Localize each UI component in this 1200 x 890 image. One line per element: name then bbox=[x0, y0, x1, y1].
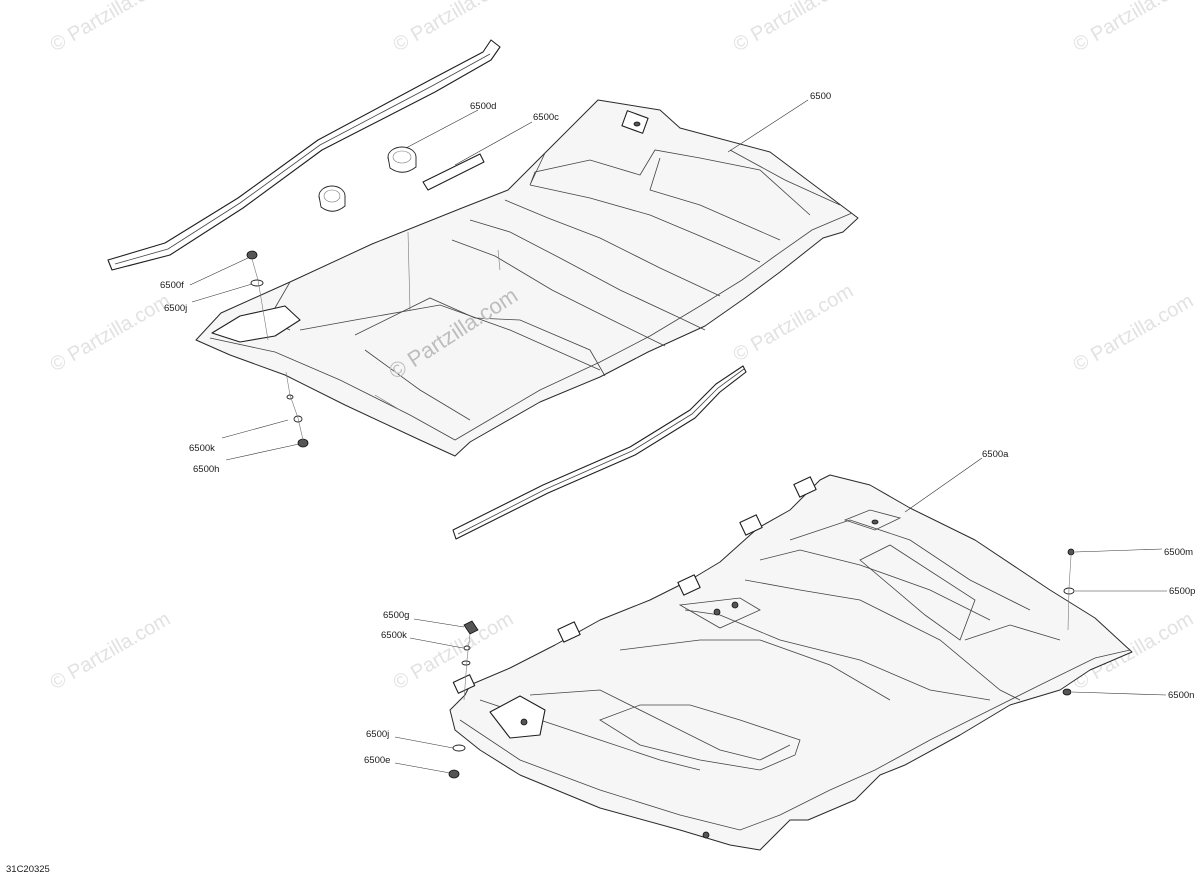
callout-6500j: 6500j bbox=[164, 303, 187, 314]
leader-lines bbox=[189, 99, 1167, 774]
watermark-text: © Partzilla.com bbox=[47, 608, 175, 694]
callout-6500m: 6500m bbox=[1164, 547, 1193, 558]
watermark-text: © Partzilla.com bbox=[47, 290, 175, 376]
callout-6500k: 6500k bbox=[189, 443, 215, 454]
watermark-text: © Partzilla.com bbox=[47, 0, 175, 56]
callout-6500n: 6500n bbox=[1168, 690, 1194, 701]
callout-6500j: 6500j bbox=[366, 729, 389, 740]
callout-6500e: 6500e bbox=[364, 755, 390, 766]
watermark-text: © Partzilla.com bbox=[1070, 290, 1198, 376]
seal-strip-lower bbox=[452, 365, 747, 540]
diagram-code: 31C20325 bbox=[6, 864, 50, 875]
callout-6500k: 6500k bbox=[381, 630, 407, 641]
callout-6500h: 6500h bbox=[193, 464, 219, 475]
callout-6500: 6500 bbox=[810, 91, 831, 102]
clip-second bbox=[318, 185, 346, 212]
callout-6500p: 6500p bbox=[1169, 586, 1195, 597]
callout-6500c: 6500c bbox=[533, 112, 559, 123]
pad-6500c bbox=[422, 153, 485, 191]
hardware-lower-left bbox=[448, 620, 479, 779]
seal-strip-upper bbox=[107, 39, 501, 271]
callout-6500d: 6500d bbox=[470, 101, 496, 112]
callout-6500a: 6500a bbox=[982, 449, 1009, 460]
hardware-right bbox=[1062, 548, 1075, 696]
hardware-bottom-left bbox=[285, 371, 309, 448]
watermark-text: © Partzilla.com bbox=[1070, 0, 1198, 56]
callout-6500g: 6500g bbox=[383, 610, 409, 621]
watermark-text: © Partzilla.com bbox=[730, 0, 858, 56]
clip-6500d bbox=[387, 146, 417, 173]
callout-6500f: 6500f bbox=[160, 280, 184, 291]
callout-labels: 6500 6500d 6500c 6500f 6500j 6500k 6500h… bbox=[160, 91, 1195, 766]
roof-panel-lower bbox=[449, 474, 1133, 851]
roof-panel-upper: © Partzilla.com bbox=[195, 99, 859, 457]
hardware-top-left bbox=[246, 250, 269, 341]
